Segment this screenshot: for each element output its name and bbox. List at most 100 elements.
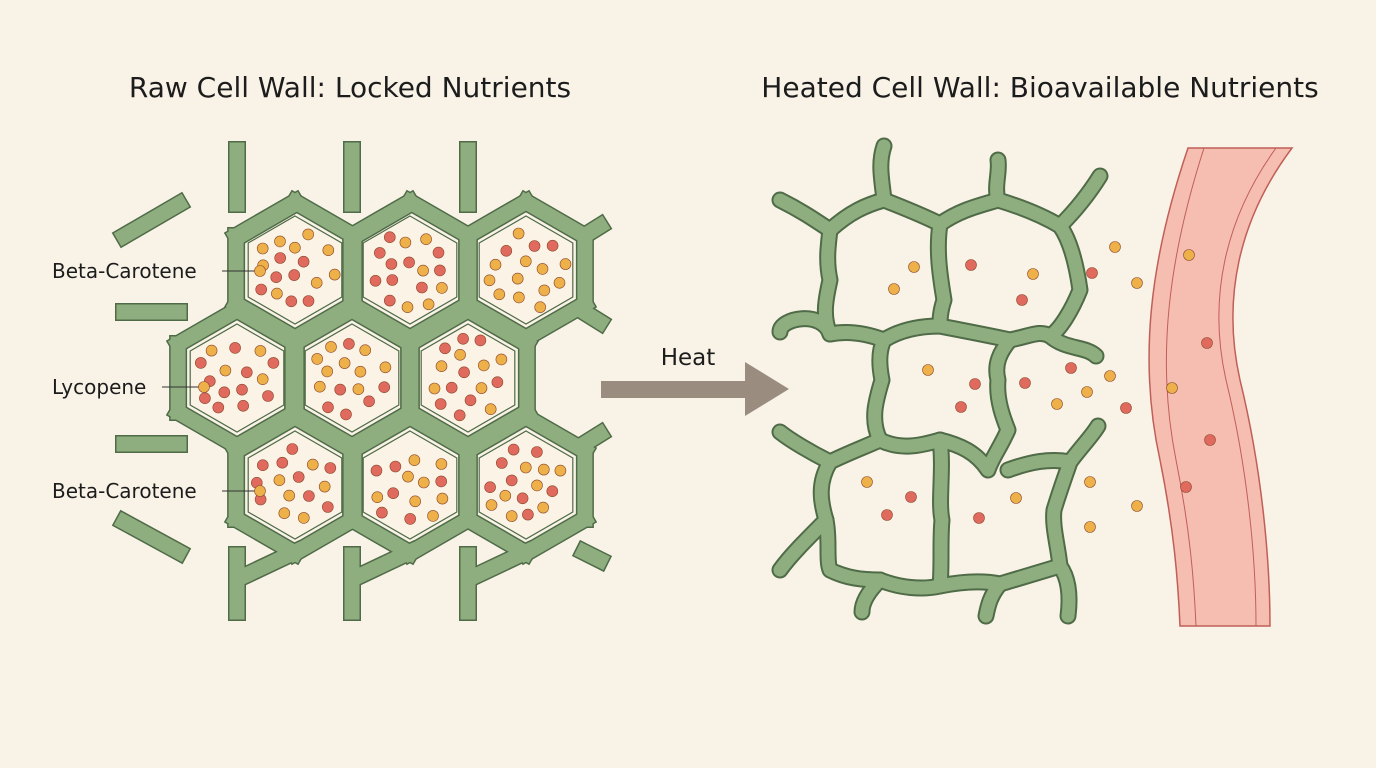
lycopene-dot [969,378,981,390]
lycopene-dot [262,390,274,402]
beta-carotene-dot [493,288,506,301]
wall-segment [282,299,363,355]
beta-carotene-dot [274,235,286,248]
wall-segment [573,423,611,455]
beta-carotene-dot [537,501,550,514]
beta-carotene-dot [534,301,547,314]
beta-carotene-dot [559,258,572,270]
lycopene-dot [334,383,347,396]
beta-carotene-dot [417,264,429,277]
lycopene-dot [458,366,470,379]
heat-arrow [601,362,789,416]
beta-carotene-dot [1081,386,1093,398]
beta-carotene-dot [408,454,421,467]
label-leader-lines [162,265,266,497]
lycopene-dot [1065,362,1077,374]
wall-segment [573,301,611,333]
lycopene-dot [292,471,305,483]
lycopene-dot [464,394,477,407]
lycopene-dot [528,240,541,252]
beta-carotene-dot [278,507,291,520]
beta-carotene-dot [409,495,422,508]
lycopene-dot [241,366,253,379]
beta-carotene-dot [311,353,324,365]
beta-carotene-dot [1109,241,1121,253]
wall-segment [456,191,537,247]
lycopene-dot [1086,267,1098,279]
lycopene-dot [1016,294,1028,306]
beta-carotene-dot [513,291,525,304]
beta-carotene-dot [359,344,372,357]
heated-wall-segment [1063,419,1105,469]
beta-carotene-dot [1131,277,1143,289]
wall-segment [399,191,480,247]
lycopene-dot [270,271,283,284]
heated-wall-segment [933,433,949,593]
wall-segment [573,541,611,571]
beta-carotene-dot [483,274,496,287]
lycopene-dot [432,246,445,259]
lycopene-dot [236,383,248,396]
beta-carotene-dot [435,458,448,470]
beta-carotene-dot [328,268,341,281]
lycopene-dot [531,446,543,458]
lycopene-dot [416,281,428,294]
wall-segment [225,406,306,462]
wall-segment [399,406,480,462]
beta-carotene-dot [538,284,551,297]
lycopene-dot [322,401,334,414]
blood-vessel [1148,147,1294,627]
beta-carotene-dot [338,357,351,369]
lycopene-dot [373,247,386,259]
lycopene-dot [491,376,504,389]
beta-carotene-dot [219,364,232,377]
wall-segment [461,542,536,588]
lycopene-dot [445,381,458,394]
beta-carotene-dot [273,474,286,487]
beta-carotene-dot [205,344,218,357]
lycopene-dot [474,334,487,347]
wall-segment [230,542,305,588]
heated-wall-segment [979,577,1007,623]
lycopene-dot [218,386,231,399]
wall-segment [113,193,190,247]
heated-wall-segment [1043,329,1103,363]
beta-carotene-dot [1010,492,1022,504]
wall-segment [399,508,480,564]
beta-carotene-dot [427,510,439,522]
lycopene-dot [495,457,508,469]
heated-wall-segment [874,139,891,207]
heated-wall-segment [990,153,1005,207]
lycopene-dot [453,409,466,422]
beta-carotene-dot [313,380,326,393]
heat-label: Heat [660,345,716,371]
beta-carotene-dot [553,276,566,289]
lycopene-dot [522,508,534,521]
lycopene-dot [435,475,448,488]
beta-carotene-dot [420,233,432,245]
lycopene-dot [881,509,893,521]
lycopene-dot [500,245,513,257]
lycopene-dot [385,258,398,270]
wall-segment [456,406,537,462]
lycopene-dot [229,342,241,354]
beta-carotene-dot [537,463,550,476]
beta-carotene-label-top: Beta-Carotene [52,259,197,283]
beta-carotene-dot [1051,398,1063,410]
lycopene-dot [434,264,446,277]
lycopene-dot [256,459,269,472]
lycopene-dot [1201,337,1213,349]
beta-carotene-dot [908,261,920,273]
beta-carotene-dot [352,383,365,396]
wall-segment [515,508,596,564]
lycopene-dot [297,255,310,268]
vessel-body [1148,147,1294,627]
beta-carotene-dot [512,227,525,240]
beta-carotene-dot [379,361,392,374]
lycopene-dot [369,274,382,287]
wall-segment [457,299,538,355]
lycopene-dot [387,487,400,500]
beta-carotene-dot [485,499,498,511]
heated-wall-segment [1053,169,1107,233]
beta-carotene-dot [505,510,518,522]
